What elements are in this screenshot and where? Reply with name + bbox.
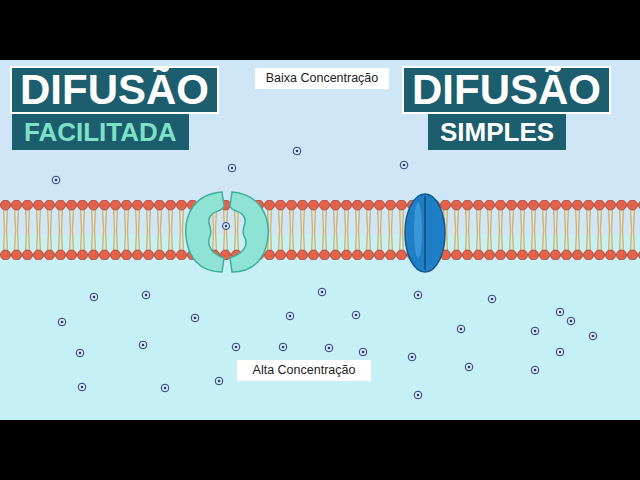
molecule xyxy=(215,377,223,385)
text-row: DIFUSÃO xyxy=(402,66,611,114)
title-box: DIFUSÃOFACILITADA xyxy=(10,66,219,150)
concentration-label: Alta Concentração xyxy=(237,360,371,381)
molecule xyxy=(139,341,147,349)
molecule xyxy=(556,348,564,356)
molecule xyxy=(414,391,422,399)
subtitle-text: SIMPLES xyxy=(428,114,566,150)
concentration-box: Alta Concentração xyxy=(237,360,371,381)
channel-protein xyxy=(186,192,268,272)
molecule xyxy=(78,383,86,391)
molecule xyxy=(465,363,473,371)
molecule xyxy=(58,318,66,326)
text-row: SIMPLES xyxy=(402,114,611,150)
molecule-core xyxy=(417,394,420,397)
molecule-core xyxy=(321,291,324,294)
molecule-core xyxy=(296,150,299,153)
molecule-core xyxy=(592,335,595,338)
concentration-label: Baixa Concentração xyxy=(255,68,389,89)
molecule xyxy=(352,311,360,319)
molecule xyxy=(414,291,422,299)
molecule-core xyxy=(79,352,82,355)
molecule-core xyxy=(534,369,537,372)
molecule xyxy=(567,317,575,325)
molecule-core xyxy=(570,320,573,323)
text-row: DIFUSÃO xyxy=(10,66,219,114)
title-text: DIFUSÃO xyxy=(10,66,219,114)
molecule xyxy=(457,325,465,333)
molecule xyxy=(531,327,539,335)
molecule xyxy=(359,348,367,356)
molecule xyxy=(161,384,169,392)
molecule xyxy=(232,343,240,351)
title-text: DIFUSÃO xyxy=(402,66,611,114)
molecule xyxy=(488,295,496,303)
molecule-core xyxy=(417,294,420,297)
title-box: DIFUSÃOSIMPLES xyxy=(402,66,611,150)
molecule-core xyxy=(559,351,562,354)
molecule-core xyxy=(61,321,64,324)
molecule xyxy=(90,293,98,301)
molecule-core xyxy=(403,164,406,167)
molecule-core xyxy=(355,314,358,317)
molecule-core xyxy=(282,346,285,349)
molecule-core xyxy=(460,328,463,331)
molecule xyxy=(52,176,60,184)
molecule-core xyxy=(142,344,145,347)
molecule-core xyxy=(218,380,221,383)
molecule-core xyxy=(145,294,148,297)
text-row: Baixa Concentração xyxy=(255,68,389,89)
molecule xyxy=(325,344,333,352)
molecule-core xyxy=(55,179,58,182)
molecule xyxy=(76,349,84,357)
concentration-box: Baixa Concentração xyxy=(255,68,389,89)
molecule-core xyxy=(534,330,537,333)
molecule xyxy=(556,308,564,316)
molecule-core xyxy=(164,387,167,390)
molecule-core xyxy=(81,386,84,389)
text-row: Alta Concentração xyxy=(237,360,371,381)
molecule xyxy=(286,312,294,320)
molecule-core xyxy=(559,311,562,314)
text-row: FACILITADA xyxy=(10,114,219,150)
membrane-pore xyxy=(405,194,445,272)
molecule xyxy=(531,366,539,374)
molecule-core xyxy=(194,317,197,320)
molecule-core xyxy=(411,356,414,359)
molecule xyxy=(318,288,326,296)
molecule-core xyxy=(235,346,238,349)
molecules xyxy=(52,147,597,399)
molecule-core xyxy=(231,167,234,170)
molecule-core xyxy=(362,351,365,354)
molecule xyxy=(279,343,287,351)
molecule xyxy=(191,314,199,322)
molecule xyxy=(228,164,236,172)
molecule-core xyxy=(491,298,494,301)
molecule xyxy=(589,332,597,340)
molecule xyxy=(293,147,301,155)
molecule-core xyxy=(93,296,96,299)
subtitle-text: FACILITADA xyxy=(12,114,189,150)
molecule xyxy=(408,353,416,361)
molecule xyxy=(400,161,408,169)
molecule-core xyxy=(468,366,471,369)
molecule xyxy=(142,291,150,299)
molecule-core xyxy=(328,347,331,350)
molecule-core xyxy=(289,315,292,318)
